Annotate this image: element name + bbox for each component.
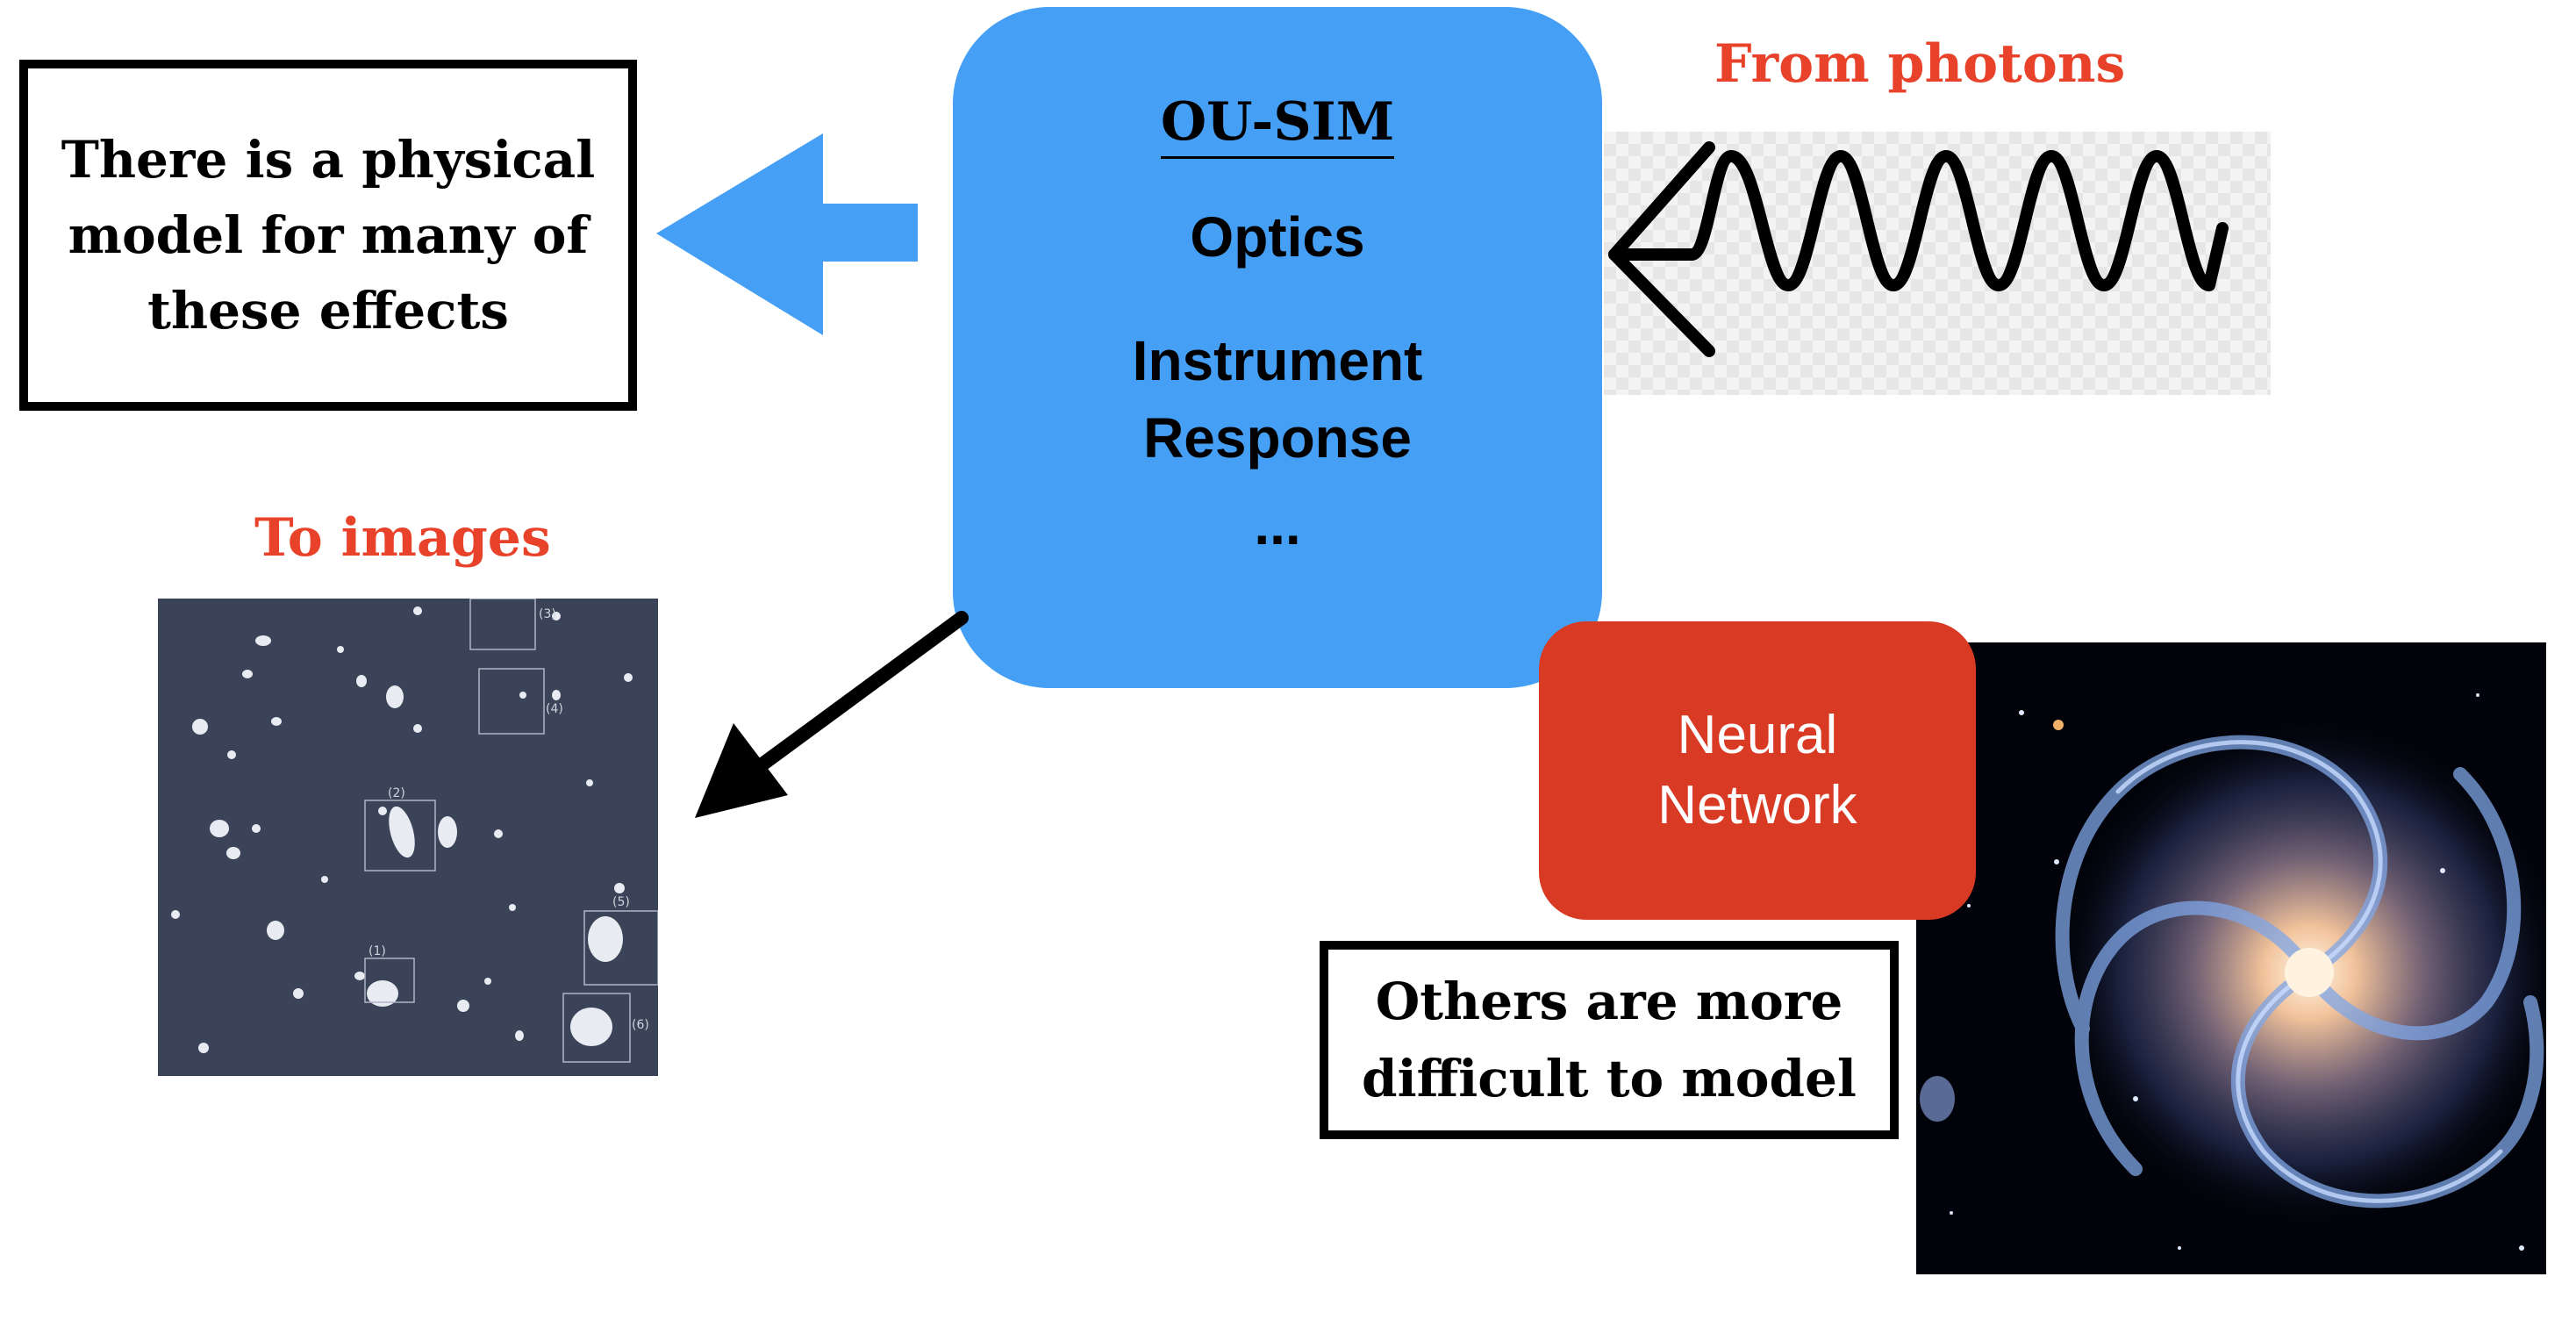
sky-annotation-4: (4): [546, 702, 563, 716]
galaxy-image-content: [1916, 642, 2546, 1274]
physical-model-text: There is a physical model for many of th…: [61, 130, 596, 341]
black-diagonal-arrow: [695, 611, 969, 818]
simulated-sky-image: (1) (2) (3) (4) (5) (6): [158, 599, 658, 1076]
sky-annotation-5: (5): [612, 895, 630, 909]
ou-sim-box: OU-SIM Optics Instrument Response ...: [953, 7, 1602, 688]
sky-image-content: (1) (2) (3) (4) (5) (6): [158, 599, 658, 1076]
from-photons-label: From photons: [1714, 33, 2126, 95]
optics-label: Optics: [1190, 205, 1365, 269]
difficult-to-model-text: Others are more difficult to model: [1362, 972, 1857, 1108]
sky-annotation-1: (1): [369, 944, 386, 958]
ellipsis-label: ...: [1254, 493, 1301, 556]
sky-annotation-2: (2): [388, 786, 405, 800]
ou-sim-title: OU-SIM: [1160, 91, 1395, 159]
sky-annotation-6: (6): [632, 1018, 649, 1032]
to-images-label: To images: [254, 507, 551, 569]
photon-wave-arrow: [1608, 141, 2229, 357]
neural-network-box: Neural Network: [1539, 621, 1976, 920]
physical-model-box: There is a physical model for many of th…: [19, 60, 637, 411]
blue-left-arrow: [656, 133, 918, 335]
spiral-galaxy-image: [1916, 642, 2546, 1274]
sky-annotation-3: (3): [539, 607, 556, 621]
instrument-response-label: Instrument Response: [1132, 329, 1423, 470]
neural-network-label: Neural Network: [1657, 705, 1857, 836]
difficult-to-model-box: Others are more difficult to model: [1320, 941, 1899, 1139]
